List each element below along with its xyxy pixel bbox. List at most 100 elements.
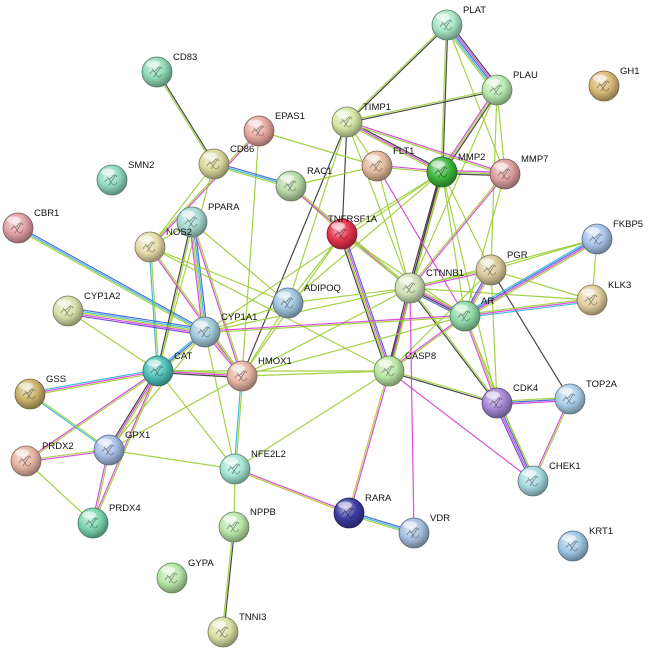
node-pgr[interactable]: PGR bbox=[475, 250, 528, 286]
node-label: RAC1 bbox=[307, 166, 332, 177]
edge-line-green bbox=[409, 89, 498, 289]
edge-line-black bbox=[347, 25, 448, 124]
protein-structure-icon bbox=[283, 180, 297, 192]
node-rara[interactable]: RARA bbox=[333, 493, 392, 529]
edge-ctnnb1-hmox1 bbox=[241, 287, 411, 377]
node-prdx2[interactable]: PRDX2 bbox=[10, 441, 74, 477]
edge-line-green bbox=[205, 316, 466, 334]
edge-nppb-tnni3 bbox=[221, 526, 236, 633]
node-ppara[interactable]: PPARA bbox=[176, 202, 240, 238]
node-klk3[interactable]: KLK3 bbox=[576, 280, 631, 316]
protein-structure-icon bbox=[406, 527, 420, 539]
node-cyp1a1[interactable]: CYP1A1 bbox=[189, 312, 257, 348]
node-adipoq[interactable]: ADIPOQ bbox=[272, 283, 341, 319]
node-highlight bbox=[559, 387, 573, 395]
node-gss[interactable]: GSS bbox=[14, 374, 66, 410]
node-timp1[interactable]: TIMP1 bbox=[331, 102, 391, 138]
protein-structure-icon bbox=[234, 370, 248, 382]
node-highlight bbox=[203, 152, 217, 160]
edge-ar-klk3 bbox=[464, 297, 593, 319]
edge-line-magenta bbox=[108, 370, 159, 451]
node-chek1[interactable]: CHEK1 bbox=[517, 461, 581, 497]
edge-cyp1a2-cyp1a1 bbox=[67, 307, 206, 336]
edge-line-magenta bbox=[29, 370, 159, 395]
edge-line-black bbox=[408, 288, 497, 404]
node-label: KRT1 bbox=[589, 526, 613, 537]
edge-hmox1-nfe2l2 bbox=[233, 375, 244, 470]
edge-line-green bbox=[93, 371, 160, 524]
node-vdr[interactable]: VDR bbox=[398, 513, 450, 549]
node-label: TNNI3 bbox=[239, 612, 266, 623]
node-top2a[interactable]: TOP2A bbox=[554, 379, 618, 415]
node-highlight bbox=[139, 235, 153, 243]
node-label: PLAT bbox=[463, 5, 486, 16]
node-fkbp5[interactable]: FKBP5 bbox=[581, 219, 643, 255]
node-tnni3[interactable]: TNNI3 bbox=[207, 612, 266, 648]
node-label: GPX1 bbox=[125, 430, 150, 441]
protein-structure-icon bbox=[439, 19, 453, 31]
protein-structure-icon bbox=[215, 626, 229, 638]
node-casp8[interactable]: CASP8 bbox=[373, 351, 436, 387]
edge-line-olive bbox=[347, 370, 389, 513]
edge-line-green bbox=[241, 130, 260, 377]
edge-gpx1-nfe2l2 bbox=[108, 449, 236, 470]
edge-mmp7-ctnnb1 bbox=[408, 173, 507, 289]
node-gpx1[interactable]: GPX1 bbox=[93, 430, 150, 466]
edge-line-green bbox=[108, 375, 243, 451]
edge-plau-mmp2 bbox=[440, 88, 499, 174]
node-mmp2[interactable]: MMP2 bbox=[426, 152, 485, 188]
node-hmox1[interactable]: HMOX1 bbox=[226, 356, 292, 392]
node-tnfrsf1a[interactable]: TNFRSF1A bbox=[326, 214, 378, 250]
node-cdk4[interactable]: CDK4 bbox=[481, 383, 538, 419]
node-nppb[interactable]: NPPB bbox=[218, 507, 276, 543]
node-nos2[interactable]: NOS2 bbox=[134, 227, 192, 263]
edge-line-cyan bbox=[465, 300, 593, 319]
edge-line-magenta bbox=[464, 299, 593, 317]
node-ar[interactable]: AR bbox=[449, 296, 494, 332]
node-cbr1[interactable]: CBR1 bbox=[2, 208, 59, 244]
node-highlight bbox=[486, 391, 500, 399]
edge-line-green bbox=[30, 371, 159, 397]
edge-line-green bbox=[346, 88, 497, 122]
edge-line-green bbox=[221, 526, 234, 632]
node-krt1[interactable]: KRT1 bbox=[557, 526, 613, 562]
edge-cyp1a1-nfe2l2 bbox=[204, 331, 236, 470]
node-label: TOP2A bbox=[586, 379, 618, 390]
edge-line-green bbox=[26, 371, 159, 463]
edge-line-green bbox=[67, 310, 206, 333]
node-cd86[interactable]: CD86 bbox=[198, 144, 254, 180]
node-nfe2l2[interactable]: NFE2L2 bbox=[219, 449, 286, 485]
node-highlight bbox=[436, 13, 450, 21]
edge-line-magenta bbox=[189, 222, 204, 333]
edge-ar-hmox1 bbox=[241, 315, 466, 377]
node-plat[interactable]: PLAT bbox=[431, 5, 486, 41]
node-smn2[interactable]: SMN2 bbox=[96, 160, 154, 196]
node-gypa[interactable]: GYPA bbox=[156, 558, 214, 594]
node-cat[interactable]: CAT bbox=[142, 351, 192, 387]
edge-line-green bbox=[258, 130, 378, 167]
node-prdx4[interactable]: PRDX4 bbox=[77, 503, 141, 539]
edge-cat-gss bbox=[29, 368, 159, 397]
node-ctnnb1[interactable]: CTNNB1 bbox=[394, 268, 464, 304]
edge-line-green bbox=[157, 370, 236, 470]
node-mmp7[interactable]: MMP7 bbox=[489, 154, 548, 190]
protein-structure-icon bbox=[60, 305, 74, 317]
node-label: CD86 bbox=[230, 144, 254, 155]
node-highlight bbox=[336, 110, 350, 118]
node-rac1[interactable]: RAC1 bbox=[275, 166, 332, 202]
edge-casp8-cdk4 bbox=[388, 369, 498, 405]
edge-line-black bbox=[107, 369, 158, 450]
edge-line-magenta bbox=[91, 370, 158, 523]
node-epas1[interactable]: EPAS1 bbox=[243, 111, 305, 147]
edge-line-green bbox=[341, 171, 443, 235]
node-cyp1a2[interactable]: CYP1A2 bbox=[52, 291, 120, 327]
edge-line-black bbox=[241, 121, 348, 377]
node-cd83[interactable]: CD83 bbox=[141, 52, 197, 88]
node-gh1[interactable]: GH1 bbox=[588, 66, 640, 102]
node-flt1[interactable]: FLT1 bbox=[361, 146, 414, 182]
protein-structure-icon bbox=[10, 222, 24, 234]
node-label: CTNNB1 bbox=[426, 268, 464, 279]
edge-line-green bbox=[346, 122, 505, 176]
node-plau[interactable]: PLAU bbox=[481, 70, 538, 106]
node-label: CASP8 bbox=[405, 351, 436, 362]
